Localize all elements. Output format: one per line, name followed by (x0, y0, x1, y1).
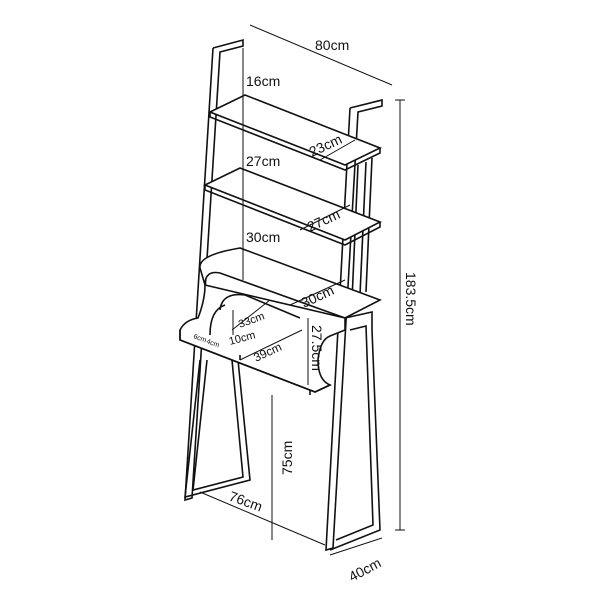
dimension-lines (199, 24, 405, 556)
desk-side-height-label: 27.5cm (309, 325, 325, 371)
middle-shelf (203, 167, 382, 246)
base-depth-label: 40cm (346, 554, 384, 584)
total-width-label: 80cm (315, 37, 349, 53)
top-shelf (208, 94, 382, 171)
right-ladder-frame (325, 98, 383, 552)
edge-b-label: 4cm (205, 338, 220, 349)
edge-a-label: 6cm (192, 333, 207, 344)
top-gap-label: 16cm (246, 73, 280, 89)
left-ladder-frame (184, 38, 251, 502)
desk-height-label: 75cm (279, 441, 295, 475)
total-height-label: 183.5cm (403, 272, 419, 326)
middle-gap-label: 27cm (246, 153, 280, 169)
lower-gap-label: 30cm (246, 229, 280, 245)
desk (179, 283, 346, 395)
desk-width-label: 76cm (227, 488, 265, 515)
